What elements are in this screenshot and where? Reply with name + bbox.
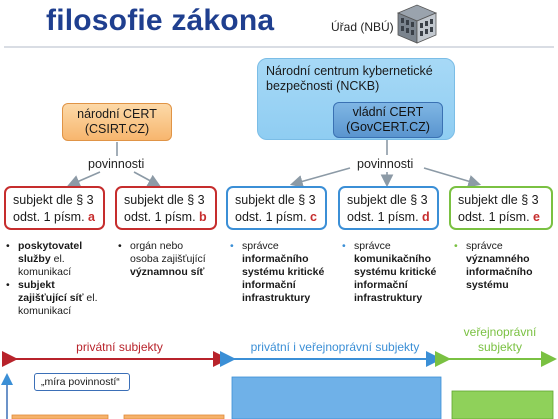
description-list-b: orgán nebo osoba zajišťující významnou s…	[118, 240, 213, 279]
obligation-bar-c-d	[231, 376, 442, 419]
arrow-to-e	[423, 167, 482, 188]
building-icon	[396, 4, 438, 44]
subject-line2: odst. 1 písm.	[235, 210, 307, 224]
duty-label-left: povinnosti	[88, 157, 145, 171]
subject-letter: e	[533, 210, 540, 224]
description-list-e: správce významného informačního systému	[454, 240, 554, 292]
measure-label: „míra povinností“	[34, 373, 130, 391]
list-item: orgán nebo osoba zajišťující významnou s…	[118, 240, 213, 279]
list-item: subjekt zajišťující síť el. komunikací	[6, 279, 106, 318]
list-item: správce informačního systému kritické in…	[230, 240, 325, 305]
list-item: správce komunikačního systému kritické i…	[342, 240, 438, 305]
national-cert-name: národní CERT	[77, 107, 157, 121]
subject-box-e: subjekt dle § 3 odst. 1 písm. e	[449, 186, 553, 230]
description-list-a: poskytovatel služby el. komunikací subje…	[6, 240, 106, 318]
arrow-to-b	[133, 171, 161, 187]
arrow-to-a	[67, 171, 101, 188]
list-item: poskytovatel služby el. komunikací	[6, 240, 106, 279]
subject-letter: d	[422, 210, 430, 224]
subject-line2: odst. 1 písm.	[347, 210, 419, 224]
category-private-label: privátní subjekty	[76, 340, 163, 354]
subject-line1: subjekt dle § 3	[13, 193, 94, 207]
description-list-c: správce informačního systému kritické in…	[230, 240, 325, 305]
subject-line1: subjekt dle § 3	[347, 193, 428, 207]
subject-box-b: subjekt dle § 3 odst. 1 písm. b	[115, 186, 217, 230]
obligation-bar-e	[451, 390, 554, 419]
arrow-to-c	[289, 167, 351, 188]
subject-line2: odst. 1 písm.	[13, 210, 85, 224]
title-divider	[4, 46, 554, 48]
subject-line2: odst. 1 písm.	[458, 210, 530, 224]
category-public-line2: subjekty	[477, 340, 523, 354]
list-item: správce významného informačního systému	[454, 240, 554, 292]
gov-cert-code: (GovCERT.CZ)	[346, 120, 430, 134]
page-title: filosofie zákona	[46, 4, 275, 37]
obligation-bar-a	[11, 414, 109, 419]
gov-cert-box: vládní CERT (GovCERT.CZ)	[333, 102, 443, 138]
subject-box-c: subjekt dle § 3 odst. 1 písm. c	[226, 186, 327, 230]
duty-label-right: povinnosti	[357, 157, 414, 171]
subject-line2: odst. 1 písm.	[124, 210, 196, 224]
subject-letter: c	[310, 210, 317, 224]
subject-line1: subjekt dle § 3	[458, 193, 539, 207]
subject-box-a: subjekt dle § 3 odst. 1 písm. a	[4, 186, 105, 230]
national-cert-box: národní CERT (CSIRT.CZ)	[62, 103, 172, 141]
national-cert-code: (CSIRT.CZ)	[84, 122, 150, 136]
obligation-bar-b	[123, 414, 225, 419]
category-public-line1: veřejnoprávní	[463, 325, 537, 339]
authority-label: Úřad (NBÚ)	[331, 20, 394, 34]
category-public-label: veřejnoprávní subjekty	[447, 325, 553, 355]
ncb-box: Národní centrum kybernetické bezpečnosti…	[257, 58, 455, 140]
subject-line1: subjekt dle § 3	[235, 193, 316, 207]
subject-box-d: subjekt dle § 3 odst. 1 písm. d	[338, 186, 439, 230]
category-mixed-label: privátní i veřejnoprávní subjekty	[250, 340, 420, 354]
ncb-title: Národní centrum kybernetické bezpečnosti…	[266, 64, 433, 93]
gov-cert-name: vládní CERT	[352, 105, 424, 119]
description-list-d: správce komunikačního systému kritické i…	[342, 240, 438, 305]
subject-line1: subjekt dle § 3	[124, 193, 205, 207]
subject-letter: a	[88, 210, 95, 224]
subject-letter: b	[199, 210, 207, 224]
